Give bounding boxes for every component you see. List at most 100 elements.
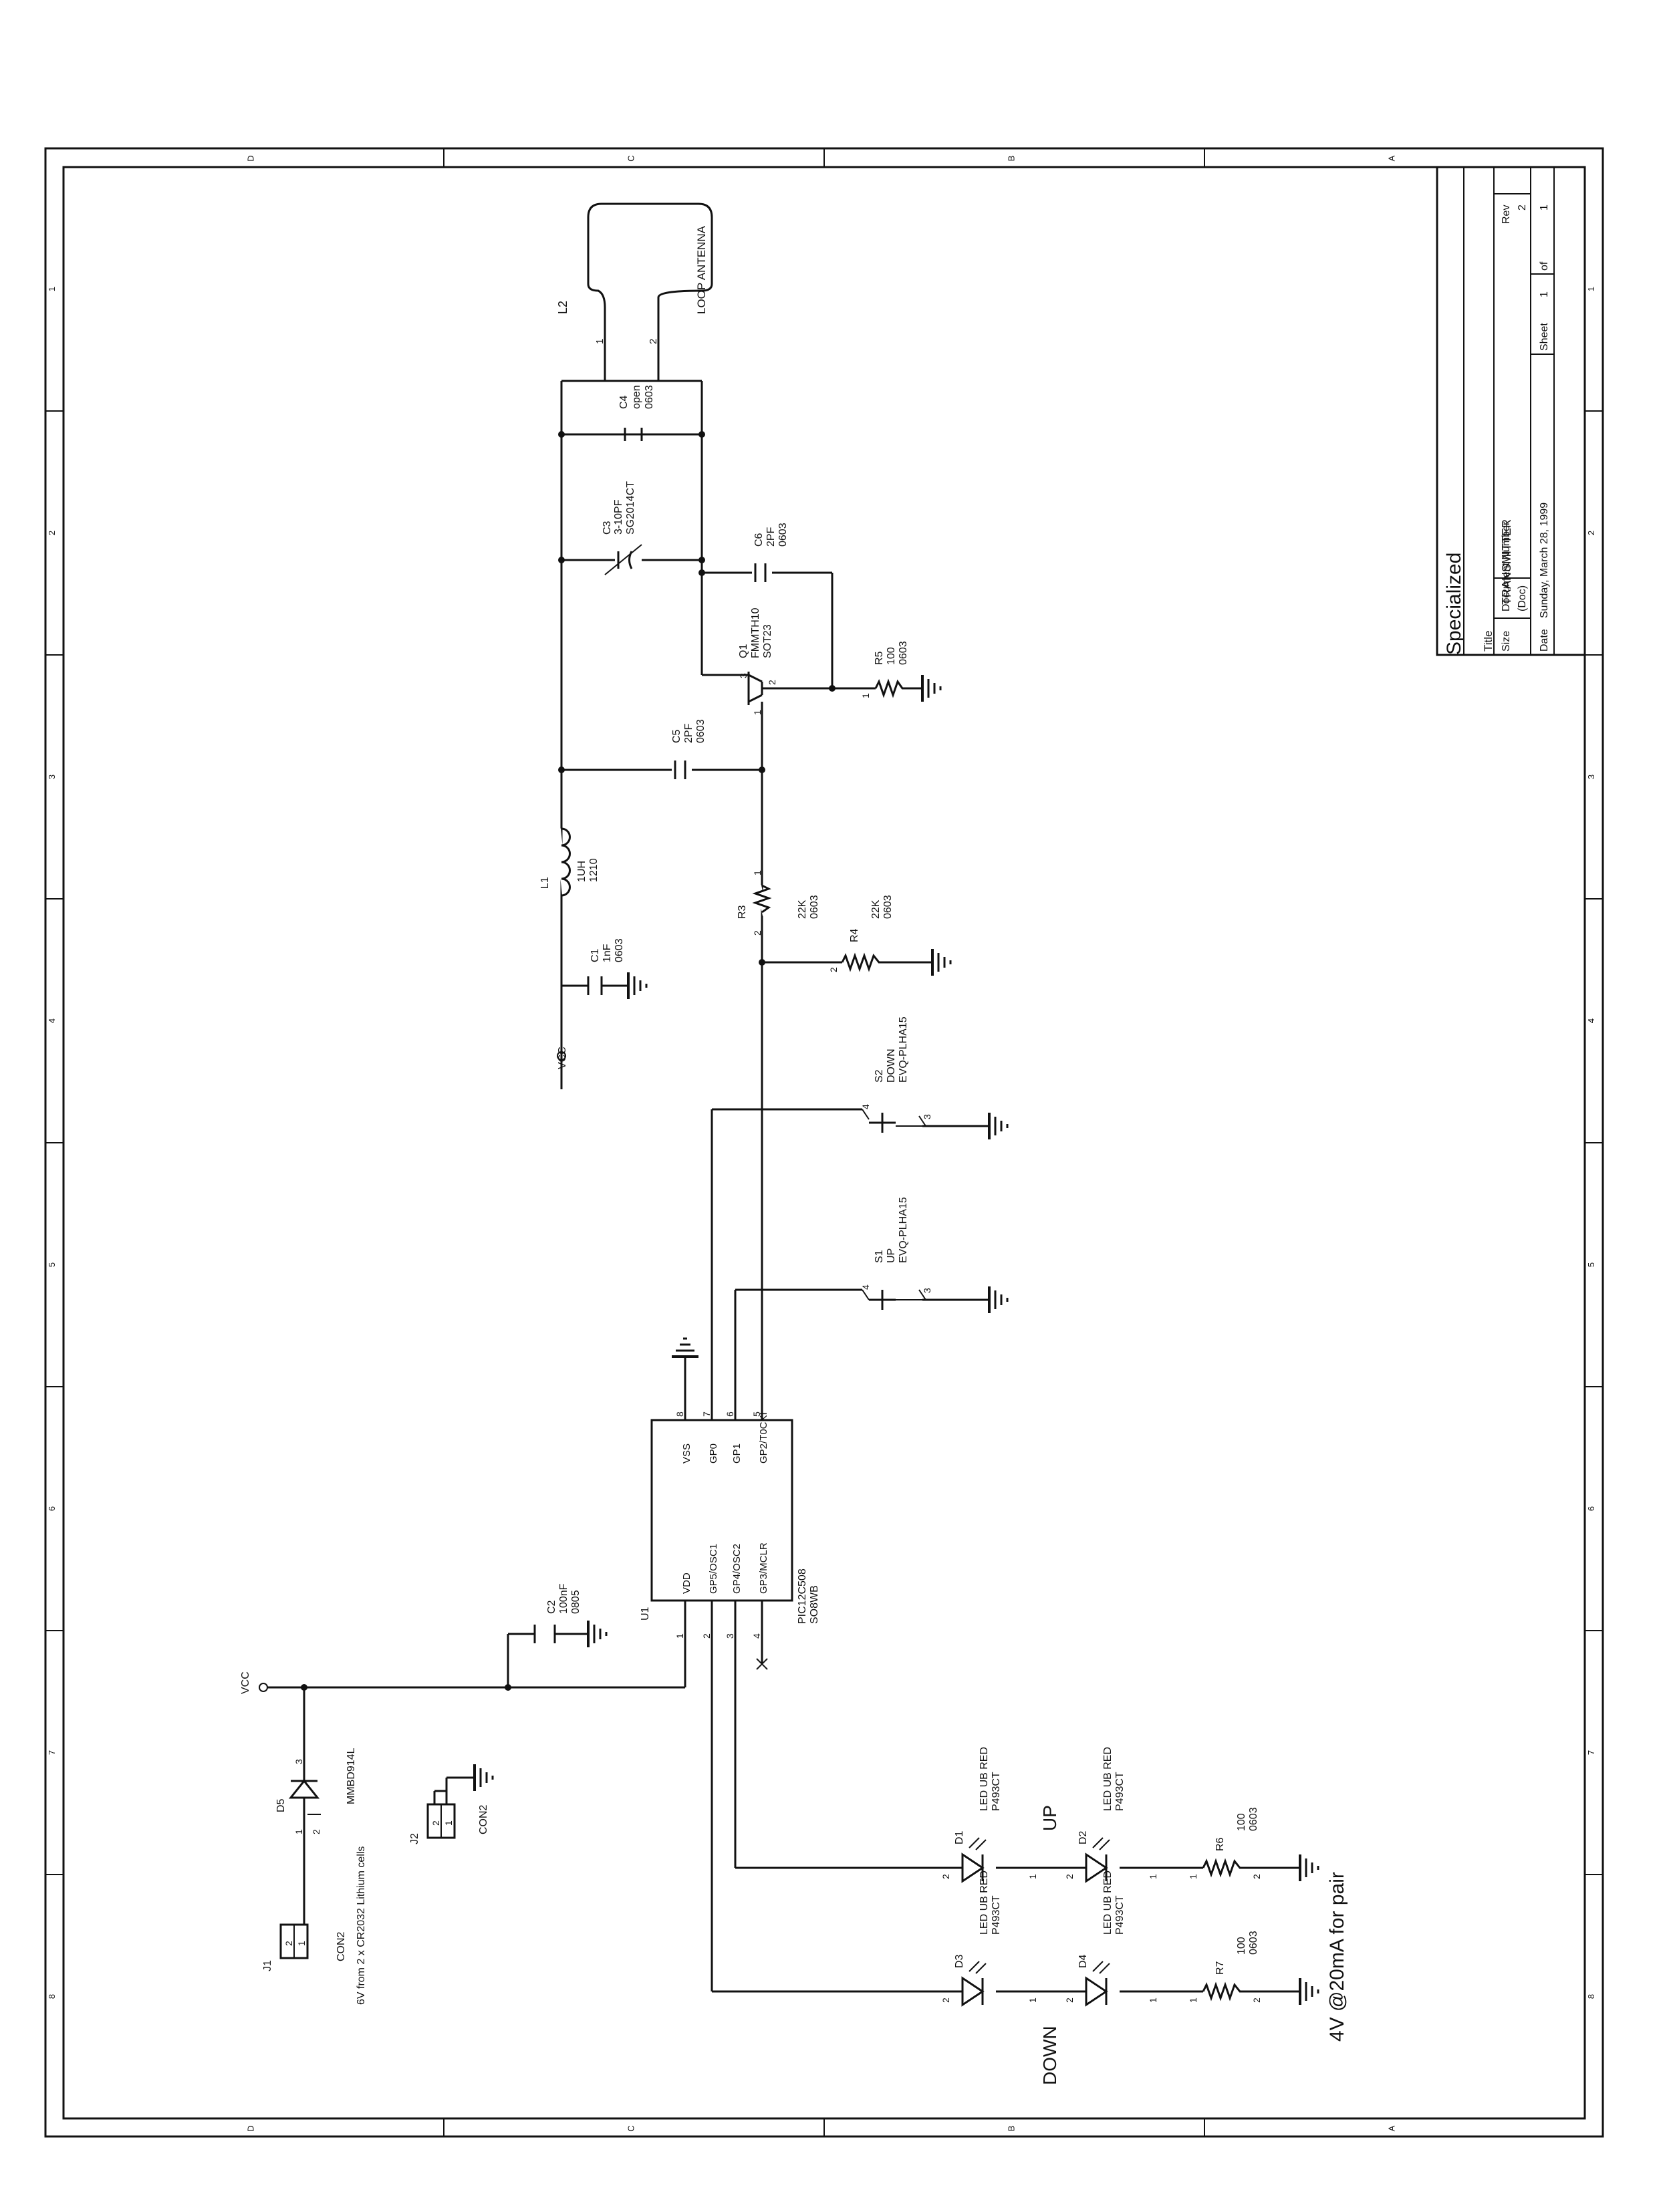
c1-capacitor: C1 1nF 0603 [587, 938, 648, 1000]
of-label: of [1539, 261, 1550, 271]
zone-col-label-right: 7 [1586, 1750, 1596, 1755]
u1-pin-vdd: VDD [681, 1572, 692, 1594]
l1-pkg: 1210 [588, 858, 600, 882]
d1-ref: D1 [954, 1830, 965, 1844]
l1-ref: L1 [539, 877, 551, 889]
zone-col-label-left: 6 [47, 1506, 57, 1511]
zone-col-label-right: 5 [1586, 1262, 1596, 1267]
d5-ref: D5 [275, 1798, 287, 1812]
title-label: Title [1482, 631, 1495, 652]
j1-value: CON2 [336, 1931, 347, 1961]
d1-pin2: 2 [940, 1874, 951, 1879]
d5-diode: D5 MMBD914L 3 1 2 [275, 1748, 357, 1834]
vcc-bottom: VCC [240, 1671, 268, 1694]
j2-connector: J2 CON2 2 1 [409, 1763, 494, 1844]
u1-num-4: 4 [751, 1633, 762, 1639]
d5-value: MMBD914L [346, 1748, 357, 1804]
d3-value: LED UB RED [979, 1871, 990, 1935]
c2-value: 100nF [558, 1583, 569, 1614]
s2-pkg: EVQ-PLHA15 [898, 1016, 909, 1083]
d2-pin1: 1 [1148, 1874, 1158, 1879]
r5-resistor: R5 100 0603 1 [860, 641, 942, 703]
r4-pin2: 2 [828, 967, 839, 972]
date-label: Date [1539, 629, 1550, 652]
r6-resistor: R6 100 0603 1 2 [1188, 1807, 1319, 1883]
c1-value: 1nF [602, 944, 613, 962]
l2-loop-antenna: L2 LOOP ANTENNA 1 2 [556, 225, 708, 344]
d2-pin2: 2 [1064, 1874, 1075, 1879]
u1-pin-gp4: GP4/OSC2 [731, 1544, 743, 1594]
c5-pkg: 0603 [695, 719, 707, 743]
zone-col-label-left: 3 [47, 775, 57, 779]
r6-pin2: 2 [1251, 1874, 1262, 1879]
r5-pkg: 0603 [898, 641, 909, 665]
r6-value: 100 [1236, 1813, 1247, 1831]
j1-pin1: 1 [296, 1941, 307, 1946]
d3-pin2: 2 [940, 1997, 951, 2003]
s2-value: DOWN [886, 1049, 897, 1083]
r6-pin1: 1 [1188, 1874, 1198, 1879]
zone-col-label-left: 7 [47, 1750, 57, 1755]
r7-pkg: 0603 [1248, 1931, 1259, 1955]
c3-trimmer-capacitor: C3 3-10PF SG2014CT [602, 481, 642, 575]
r5-ref: R5 [874, 651, 885, 665]
c1-pkg: 0603 [614, 938, 625, 962]
zone-col-label-right: 1 [1586, 287, 1596, 291]
d1-pin1: 1 [1027, 1874, 1038, 1879]
s2-ground-icon [988, 1111, 1009, 1141]
j1-note: 6V from 2 x CR2032 Lithium cells [356, 1846, 367, 2005]
u1-num-3: 3 [725, 1633, 735, 1639]
d2-led: D2 LED UB RED P493CT 2 1 [1064, 1747, 1158, 1883]
zone-col-label-right: 3 [1586, 775, 1596, 779]
r3-resistor: R3 22K 0603 1 2 [737, 870, 820, 936]
s1-pkg: EVQ-PLHA15 [898, 1197, 909, 1263]
zone-row-label-top: C [626, 155, 636, 161]
company-name: Specialized [1443, 553, 1465, 655]
zone-col-label-right: 2 [1586, 531, 1596, 535]
q1-pin3: 3 [738, 673, 749, 678]
date-value: Sunday, March 28, 1999 [1539, 503, 1550, 618]
r4-pkg: 0603 [882, 895, 894, 919]
c2-pkg: 0805 [570, 1590, 582, 1614]
c5-value: 2PF [683, 723, 694, 743]
q1-value: FMMTH10 [750, 607, 761, 658]
zone-row-label-bottom: A [1387, 2125, 1397, 2131]
title-value: TRANSMITTER [1500, 519, 1513, 605]
sheet-value: 1 [1539, 291, 1550, 297]
r5-pin1: 1 [860, 693, 871, 698]
s1-ref: S1 [874, 1250, 885, 1263]
r7-ground-icon [1299, 1977, 1319, 2006]
s2-ref: S2 [874, 1069, 885, 1083]
d3-ref: D3 [954, 1954, 965, 1968]
zone-row-label-bottom: D [246, 2125, 256, 2131]
d1-led: D1 LED UB RED P493CT 2 1 [940, 1747, 1038, 1883]
s1-value: UP [886, 1248, 897, 1263]
j2-ref: J2 [409, 1833, 420, 1844]
zone-col-label-right: 8 [1586, 1994, 1596, 1999]
u1-pic12c508: U1 PIC12C508 SO8WB VDD GP5/OSC1 GP4/OSC2… [640, 1411, 820, 1670]
r6-ref: R6 [1214, 1837, 1226, 1851]
d4-pin1: 1 [1148, 1997, 1158, 2003]
c1-ground-icon [627, 971, 648, 1000]
c6-ref: C6 [753, 533, 765, 547]
zone-col-label-right: 6 [1586, 1506, 1596, 1511]
u1-num-5: 5 [751, 1411, 762, 1417]
r7-resistor: R7 100 0603 1 2 [1188, 1931, 1319, 2006]
c6-pkg: 0603 [777, 523, 789, 547]
j1-pin2: 2 [283, 1941, 294, 1946]
s1-pin3: 3 [922, 1288, 932, 1293]
j2-pin1: 1 [443, 1820, 454, 1826]
s2-pin3: 3 [922, 1114, 932, 1119]
annotation-current: 4V @20mA for pair [1326, 1872, 1348, 2042]
vcc-bottom-label: VCC [240, 1671, 251, 1694]
d4-value: LED UB RED [1102, 1871, 1114, 1935]
c2-ground-icon [587, 1619, 608, 1649]
c4-pkg: 0603 [644, 385, 655, 409]
zone-row-label-bottom: C [626, 2125, 636, 2131]
doc-number-label: Document Number [1501, 521, 1512, 611]
u1-value: PIC12C508 [797, 1568, 808, 1624]
s1-ground-icon [988, 1285, 1009, 1315]
q1-transistor: Q1 FMMTH10 SOT23 3 2 1 [738, 607, 777, 715]
u1-pkg: SO8WB [809, 1585, 820, 1624]
